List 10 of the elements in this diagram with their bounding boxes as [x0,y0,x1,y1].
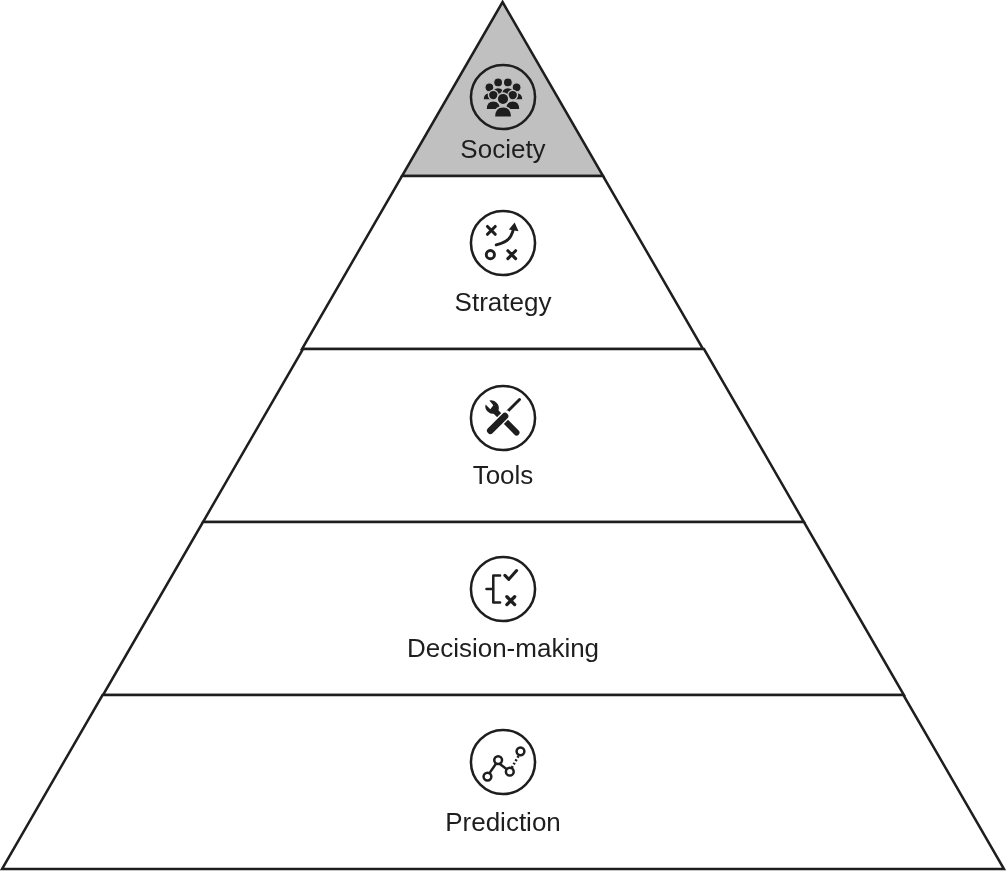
pyramid-tier [202,349,804,522]
pyramid-apex-tier [402,2,604,176]
tier-label: Prediction [445,807,561,837]
pyramid-tier [2,695,1004,869]
tier-label: Decision-making [406,633,600,663]
tier-label: Tools [472,460,534,490]
tier-label: Strategy [454,287,552,317]
pyramid-tier [102,522,904,695]
pyramid-tier [302,176,704,349]
tier-label: Society [460,134,546,164]
